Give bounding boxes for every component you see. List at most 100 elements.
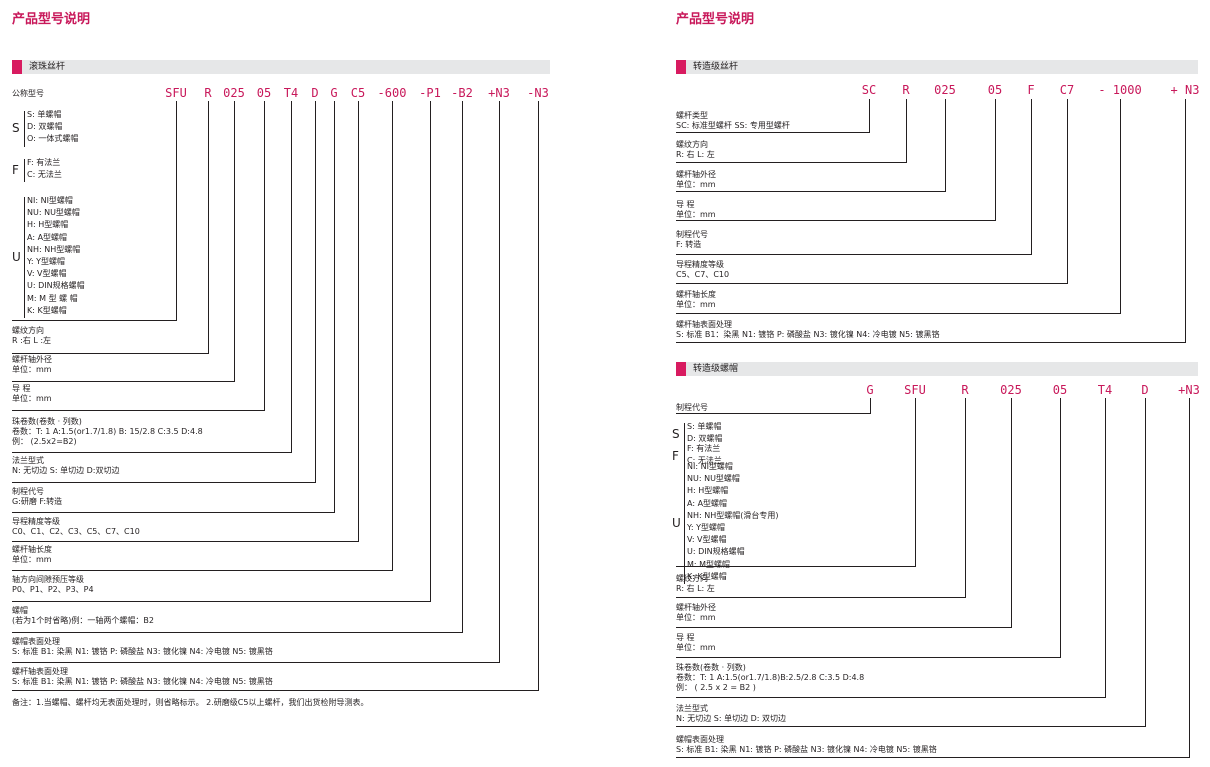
- section-label: 转造级螺帽: [693, 364, 739, 374]
- screw-code-0: SC: [861, 83, 877, 97]
- nut-code-2: R: [961, 383, 969, 397]
- connector-vertical: [291, 101, 292, 453]
- nut-type-group-option: NU: NU型螺帽: [687, 474, 740, 484]
- left-description: 螺杆轴长度: [12, 545, 52, 554]
- left-description: 珠卷数(卷数 · 列数): [12, 417, 82, 426]
- nut-code-6: D: [1141, 383, 1149, 397]
- connector-horizontal: [676, 566, 916, 567]
- nut-code-4: 05: [1052, 383, 1068, 397]
- connector-vertical: [430, 101, 431, 602]
- screw-description: 螺杆轴外径: [676, 170, 716, 179]
- connector-horizontal: [676, 627, 1012, 628]
- connector-vertical: [538, 101, 539, 691]
- left-code-9: -P1: [419, 86, 441, 100]
- connector-horizontal: [12, 353, 209, 354]
- nut-type-group-option: K: K型螺帽: [687, 571, 727, 581]
- nut-code-7: +N3: [1178, 383, 1200, 397]
- section-header-rolled-nut: 转造级螺帽: [676, 362, 1198, 376]
- left-type-group-option: U: DIN规格螺帽: [27, 281, 85, 291]
- connector-vertical: [1011, 398, 1012, 628]
- left-type-group-option: NU: NU型螺帽: [27, 208, 80, 218]
- left-code-3: 05: [256, 86, 272, 100]
- connector-vertical: [499, 101, 500, 663]
- nut-description: 珠卷数(卷数 · 列数): [676, 663, 746, 672]
- connector-vertical: [462, 101, 463, 633]
- connector-vertical: [1031, 99, 1032, 255]
- nut-type-group-option: Y: Y型螺帽: [687, 523, 725, 532]
- left-description: 轴方向间隙预压等级: [12, 575, 84, 584]
- connector-vertical: [264, 101, 265, 411]
- connector-vertical: [945, 99, 946, 192]
- nut-description: S: 标准 B1: 染黑 N1: 镀铬 P: 磷酸盐 N3: 镀化镍 N4: 冷…: [676, 745, 937, 754]
- screw-code-4: F: [1027, 83, 1035, 97]
- left-type-group-option: O: 一体式螺帽: [27, 134, 79, 144]
- connector-horizontal: [676, 283, 1068, 284]
- screw-code-1: R: [902, 83, 910, 97]
- left-description: S: 标准 B1: 染黑 N1: 镀铬 P: 磷酸盐 N3: 镀化镍 N4: 冷…: [12, 647, 273, 656]
- left-description: 螺帽表面处理: [12, 637, 60, 646]
- left-code-2: 025: [223, 86, 245, 100]
- left-description: 法兰型式: [12, 456, 44, 465]
- connector-horizontal: [676, 757, 1190, 758]
- connector-horizontal: [676, 726, 1146, 727]
- connector-vertical: [176, 101, 177, 321]
- nut-description: 螺帽表面处理: [676, 735, 724, 744]
- left-description: 单位：mm: [12, 394, 52, 403]
- connector-horizontal: [12, 452, 292, 453]
- screw-description: R: 右 L: 左: [676, 150, 715, 159]
- nut-type-group-option: S: 单螺帽: [687, 422, 722, 431]
- left-type-group-option: V: V型螺帽: [27, 269, 67, 279]
- left-code-7: C5: [350, 86, 366, 100]
- nut-description: 单位：mm: [676, 613, 716, 622]
- left-type-group-option: D: 双螺帽: [27, 122, 63, 132]
- left-type-group-option: S: 单螺帽: [27, 110, 62, 119]
- left-code-8: -600: [377, 86, 407, 100]
- connector-vertical: [684, 445, 685, 469]
- screw-code-7: + N3: [1170, 83, 1200, 97]
- screw-code-2: 025: [934, 83, 956, 97]
- connector-vertical: [334, 101, 335, 513]
- connector-horizontal: [12, 541, 359, 542]
- connector-horizontal: [12, 381, 235, 382]
- connector-vertical: [684, 463, 685, 584]
- connector-vertical: [1060, 398, 1061, 658]
- left-page-title: 产品型号说明: [12, 12, 91, 27]
- nut-code-5: T4: [1097, 383, 1113, 397]
- section-label: 转造级丝杆: [693, 62, 739, 72]
- section-marker: [676, 60, 686, 74]
- section-header-rolled-screw: 转造级丝杆: [676, 60, 1198, 74]
- connector-horizontal: [12, 601, 431, 602]
- connector-vertical: [1145, 398, 1146, 727]
- nut-code-0: G: [866, 383, 874, 397]
- connector-horizontal: [12, 482, 316, 483]
- screw-description: F: 转造: [676, 240, 702, 249]
- connector-vertical: [234, 101, 235, 382]
- screw-description: C5、C7、C10: [676, 270, 730, 279]
- connector-vertical: [1105, 398, 1106, 698]
- screw-description: 导程精度等级: [676, 260, 724, 269]
- section-header-ballscrew: 滚珠丝杆: [12, 60, 550, 74]
- connector-horizontal: [676, 220, 996, 221]
- left-code-0: SFU: [165, 86, 187, 100]
- left-description: 制程代号: [12, 487, 44, 496]
- section-marker: [676, 362, 686, 376]
- connector-horizontal: [12, 410, 265, 411]
- nut-type-group-option: F: 有法兰: [687, 444, 721, 453]
- left-type-group-option: K: K型螺帽: [27, 305, 67, 315]
- connector-vertical: [358, 101, 359, 542]
- screw-description: SC: 标准型螺杆 SS: 专用型螺杆: [676, 121, 790, 130]
- left-description: P0、P1、P2、P3、P4: [12, 585, 94, 594]
- left-description: 导 程: [12, 384, 31, 393]
- left-description: 螺帽: [12, 606, 28, 615]
- nut-description: 单位：mm: [676, 643, 716, 652]
- connector-vertical: [24, 111, 25, 147]
- left-description: 例： (2.5x2=B2): [12, 437, 77, 446]
- nut-type-group-option: H: H型螺帽: [687, 486, 729, 496]
- connector-horizontal: [676, 413, 871, 414]
- nut-description: 导 程: [676, 633, 695, 642]
- left-description: 卷数：T: 1 A:1.5(or1.7/1.8) B: 15/2.8 C:3.5…: [12, 427, 203, 436]
- connector-horizontal: [676, 254, 1032, 255]
- connector-horizontal: [676, 697, 1106, 698]
- left-description: 单位：mm: [12, 555, 52, 564]
